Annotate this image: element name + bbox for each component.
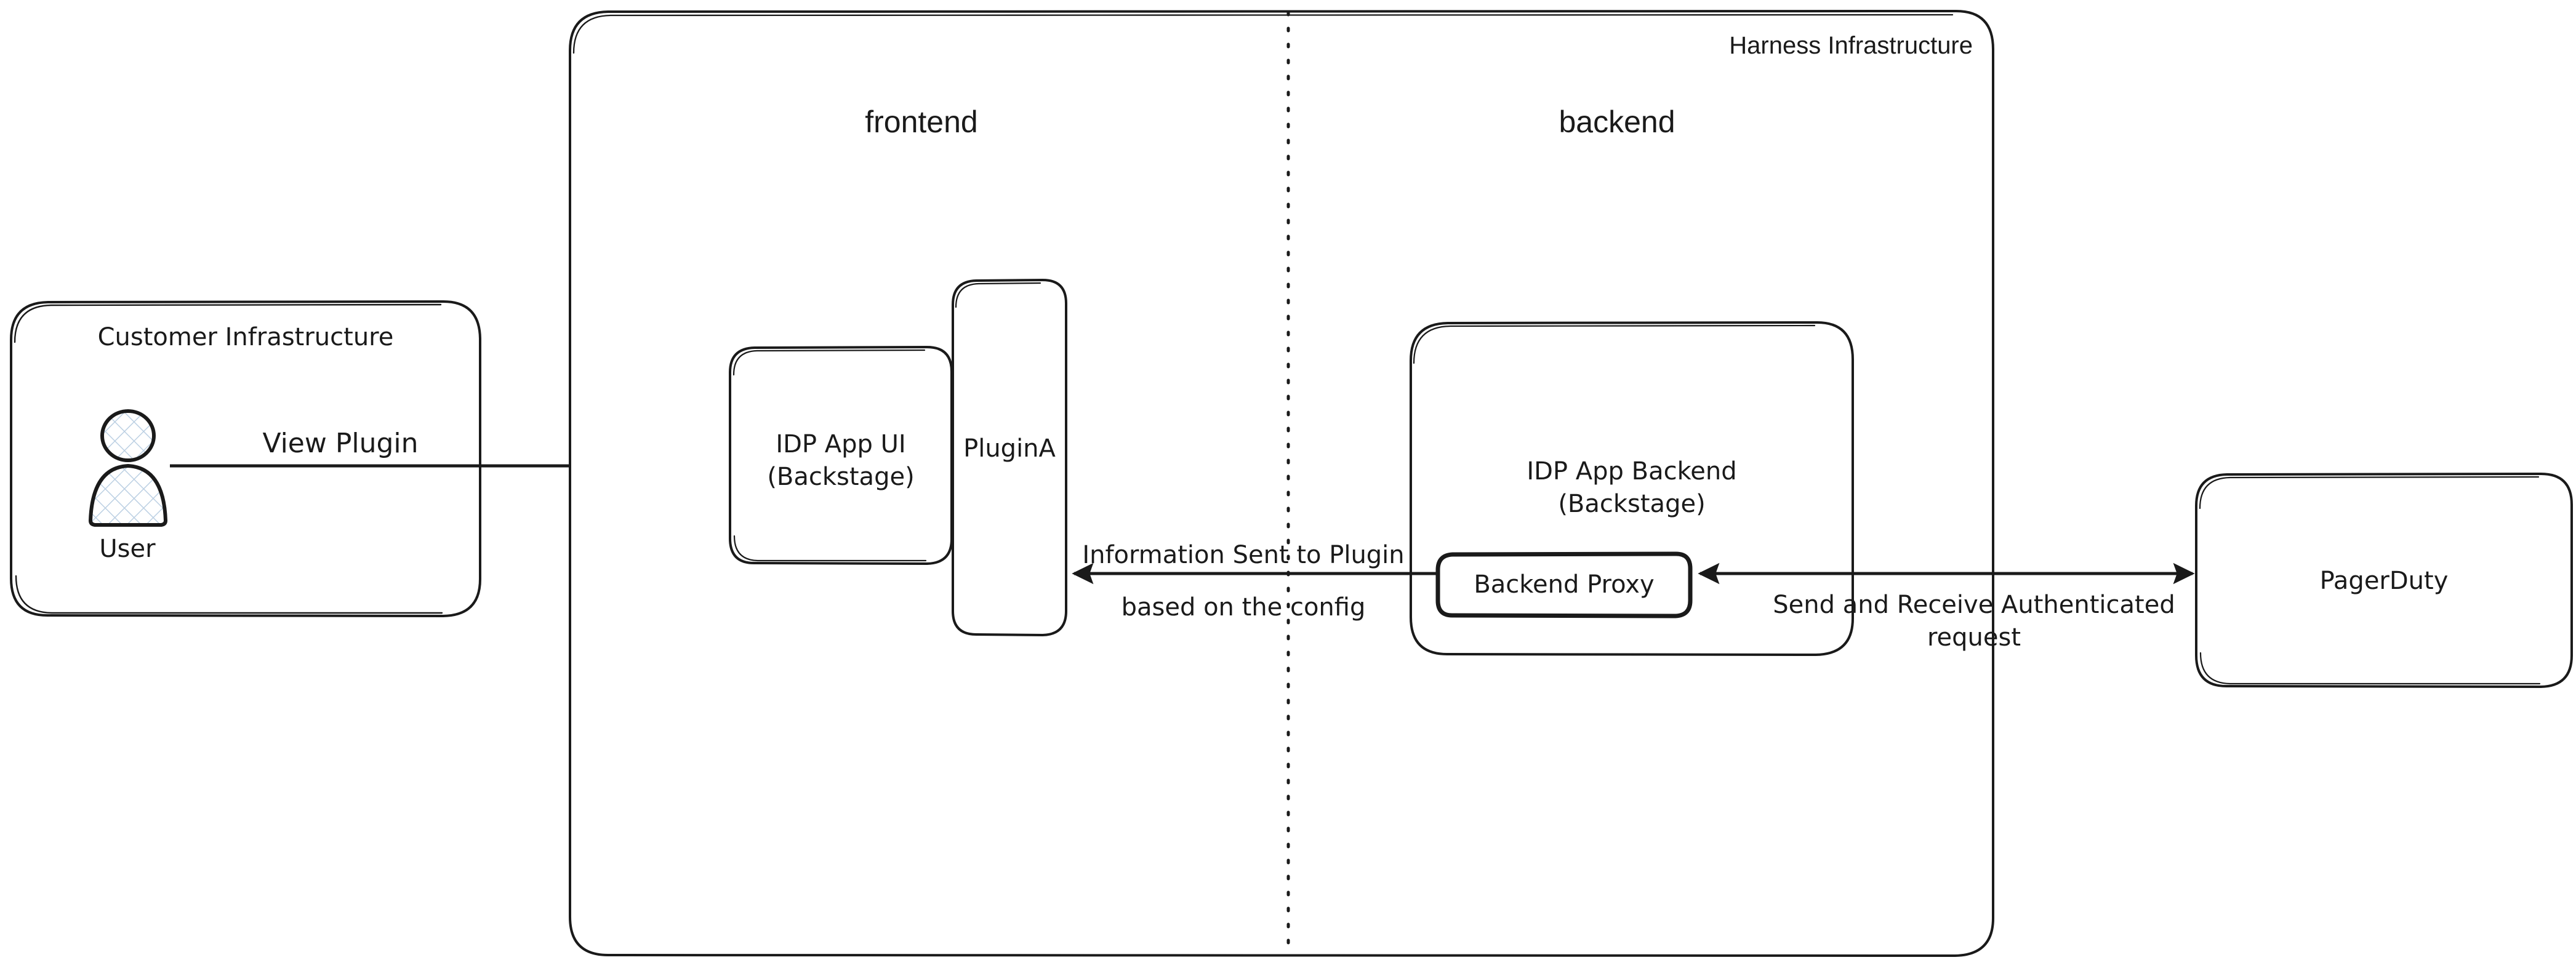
node-plugin-a[interactable]: PluginA <box>952 279 1067 636</box>
lane-label-backend: backend <box>1559 105 1675 139</box>
node-label-idp-app-ui-line2: (Backstage) <box>767 463 914 491</box>
edge-label-send-receive-line1: Send and Receive Authenticated <box>1773 591 2175 619</box>
node-pagerduty[interactable]: PagerDuty <box>2195 473 2573 688</box>
edge-label-view-plugin: View Plugin <box>262 428 418 459</box>
node-label-backend-proxy: Backend Proxy <box>1474 570 1654 599</box>
node-label-idp-app-backend-line2: (Backstage) <box>1558 490 1705 518</box>
node-label-idp-app-ui-line1: IDP App UI <box>776 430 905 458</box>
edge-user-to-idp-ui: View Plugin <box>170 428 723 477</box>
edge-label-information-sent-line1: Information Sent to Plugin <box>1082 541 1404 569</box>
edge-label-send-receive-line2: request <box>1927 623 2021 652</box>
edge-label-information-sent-line2: based on the config <box>1121 593 1366 622</box>
node-label-plugin-a: PluginA <box>963 434 1056 463</box>
node-idp-app-ui[interactable]: IDP App UI (Backstage) <box>729 346 953 565</box>
edge-proxy-to-plugin: Information Sent to Plugin based on the … <box>1072 541 1438 622</box>
node-label-idp-app-backend-line1: IDP App Backend <box>1527 457 1736 486</box>
customer-infrastructure-label: Customer Infrastructure <box>98 323 394 351</box>
user-actor-icon <box>89 409 167 527</box>
harness-infrastructure-label: Harness Infrastructure <box>1729 32 1973 59</box>
lane-label-frontend: frontend <box>865 105 977 139</box>
node-backend-proxy[interactable]: Backend Proxy <box>1435 551 1693 618</box>
node-label-pagerduty: PagerDuty <box>2320 567 2449 595</box>
edge-proxy-pagerduty: Send and Receive Authenticated request <box>1698 562 2195 652</box>
harness-infrastructure-group: Harness Infrastructure frontend backend <box>569 10 1994 957</box>
user-actor-label: User <box>99 535 156 563</box>
customer-infrastructure-group: Customer Infrastructure User <box>10 300 481 617</box>
